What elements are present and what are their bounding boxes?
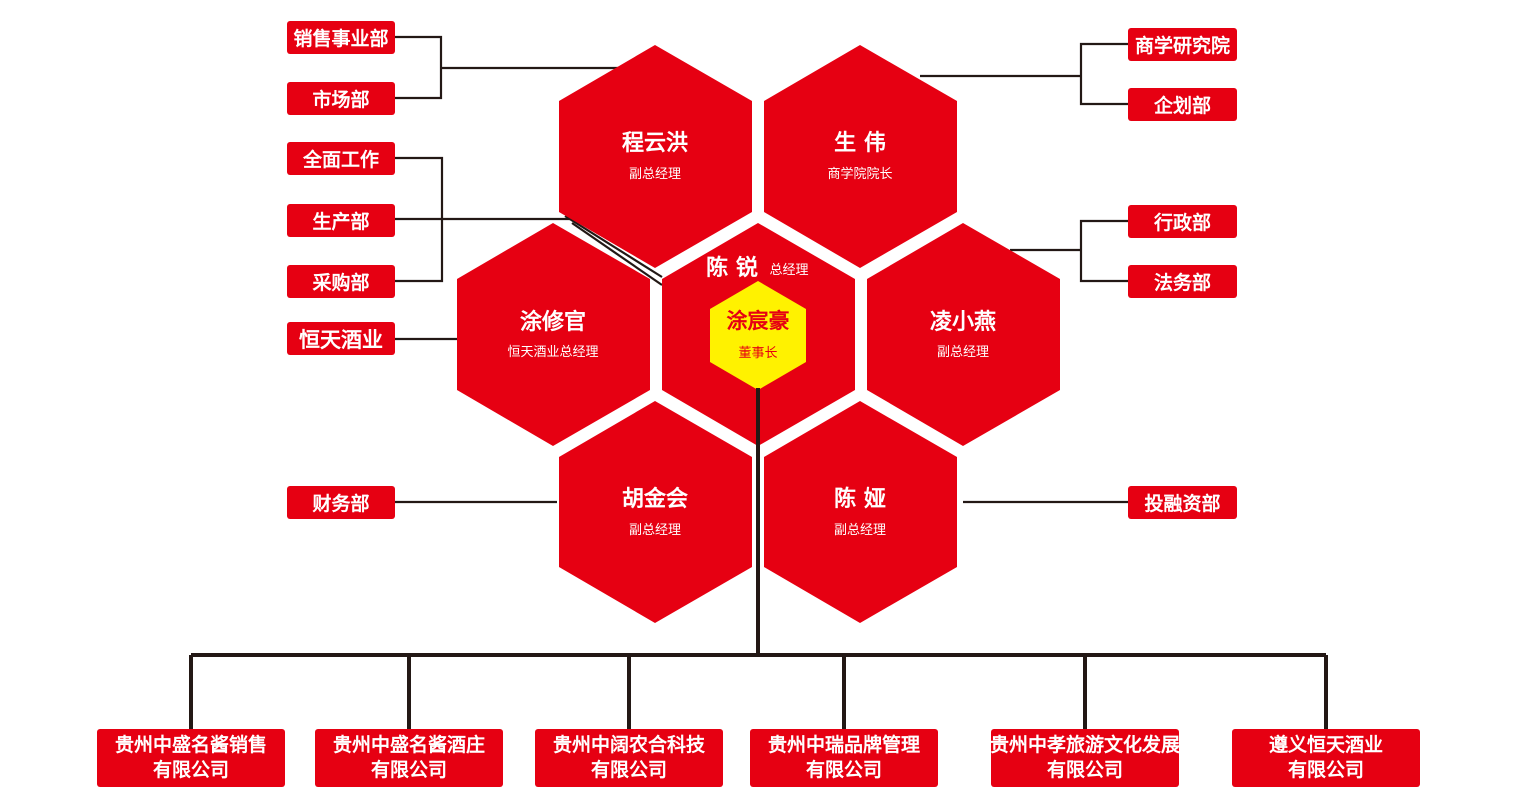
title-gm: 总经理 xyxy=(769,263,808,278)
title-hu: 副总经理 xyxy=(629,523,681,538)
company-box: 贵州中瑞品牌管理 有限公司 xyxy=(750,729,938,787)
hex-chairman xyxy=(710,281,806,390)
hex-chenya xyxy=(764,401,957,623)
dept-legal: 法务部 xyxy=(1128,265,1237,298)
name-chenya: 陈 娅 xyxy=(834,486,886,512)
company-line1: 贵州中阔农合科技 xyxy=(552,734,705,756)
hex-sheng xyxy=(764,45,957,268)
company-line1: 贵州中盛名酱销售 xyxy=(114,734,267,756)
dept-finance: 财务部 xyxy=(287,486,395,519)
title-chenya: 副总经理 xyxy=(834,523,886,538)
name-gm: 陈 锐 xyxy=(706,255,758,281)
company-line1: 贵州中瑞品牌管理 xyxy=(767,734,920,756)
dept-academy: 商学研究院 xyxy=(1128,28,1237,61)
name-ling: 凌小燕 xyxy=(930,309,996,335)
dept-sales: 销售事业部 xyxy=(287,21,395,54)
dept-investment: 投融资部 xyxy=(1128,486,1237,519)
dept-production: 生产部 xyxy=(287,204,395,237)
name-chairman: 涂宸豪 xyxy=(727,308,790,333)
name-sheng: 生 伟 xyxy=(834,130,886,156)
name-hu: 胡金会 xyxy=(622,486,688,512)
hex-hu xyxy=(559,401,752,623)
company-box: 贵州中盛名酱销售 有限公司 xyxy=(97,729,285,787)
dept-admin: 行政部 xyxy=(1128,205,1237,238)
company-line2: 有限公司 xyxy=(1046,759,1123,781)
hex-ling xyxy=(867,223,1060,446)
dept-purchase: 采购部 xyxy=(287,265,395,298)
title-cheng: 副总经理 xyxy=(629,167,681,182)
company-line2: 有限公司 xyxy=(590,759,667,781)
connector-lines xyxy=(394,35,1129,504)
title-chairman: 董事长 xyxy=(738,346,777,361)
title-sheng: 商学院院长 xyxy=(827,166,892,182)
company-line2: 有限公司 xyxy=(370,759,447,781)
dept-hengtian: 恒天酒业 xyxy=(287,322,395,355)
company-box: 贵州中阔农合科技 有限公司 xyxy=(535,729,723,787)
dept-market: 市场部 xyxy=(287,82,395,115)
title-tu: 恒天酒业总经理 xyxy=(507,345,598,360)
hex-tu xyxy=(457,223,650,446)
name-tu: 涂修官 xyxy=(520,309,586,335)
company-line1: 贵州中盛名酱酒庄 xyxy=(332,734,485,756)
hexagon-group xyxy=(457,45,1060,623)
company-line1: 贵州中孝旅游文化发展 xyxy=(990,734,1181,756)
company-line2: 有限公司 xyxy=(805,759,882,781)
dept-overall: 全面工作 xyxy=(287,142,395,175)
title-ling: 副总经理 xyxy=(937,345,989,360)
company-line1: 遵义恒天酒业 xyxy=(1268,734,1383,756)
company-box: 贵州中孝旅游文化发展 有限公司 xyxy=(990,729,1181,787)
company-line2: 有限公司 xyxy=(1287,759,1364,781)
hex-cheng xyxy=(559,45,752,268)
dept-planning: 企划部 xyxy=(1128,88,1237,121)
company-box: 贵州中盛名酱酒庄 有限公司 xyxy=(315,729,503,787)
name-cheng: 程云洪 xyxy=(622,130,688,156)
company-box: 遵义恒天酒业 有限公司 xyxy=(1232,729,1420,787)
company-connectors xyxy=(189,388,1328,730)
company-line2: 有限公司 xyxy=(152,759,229,781)
